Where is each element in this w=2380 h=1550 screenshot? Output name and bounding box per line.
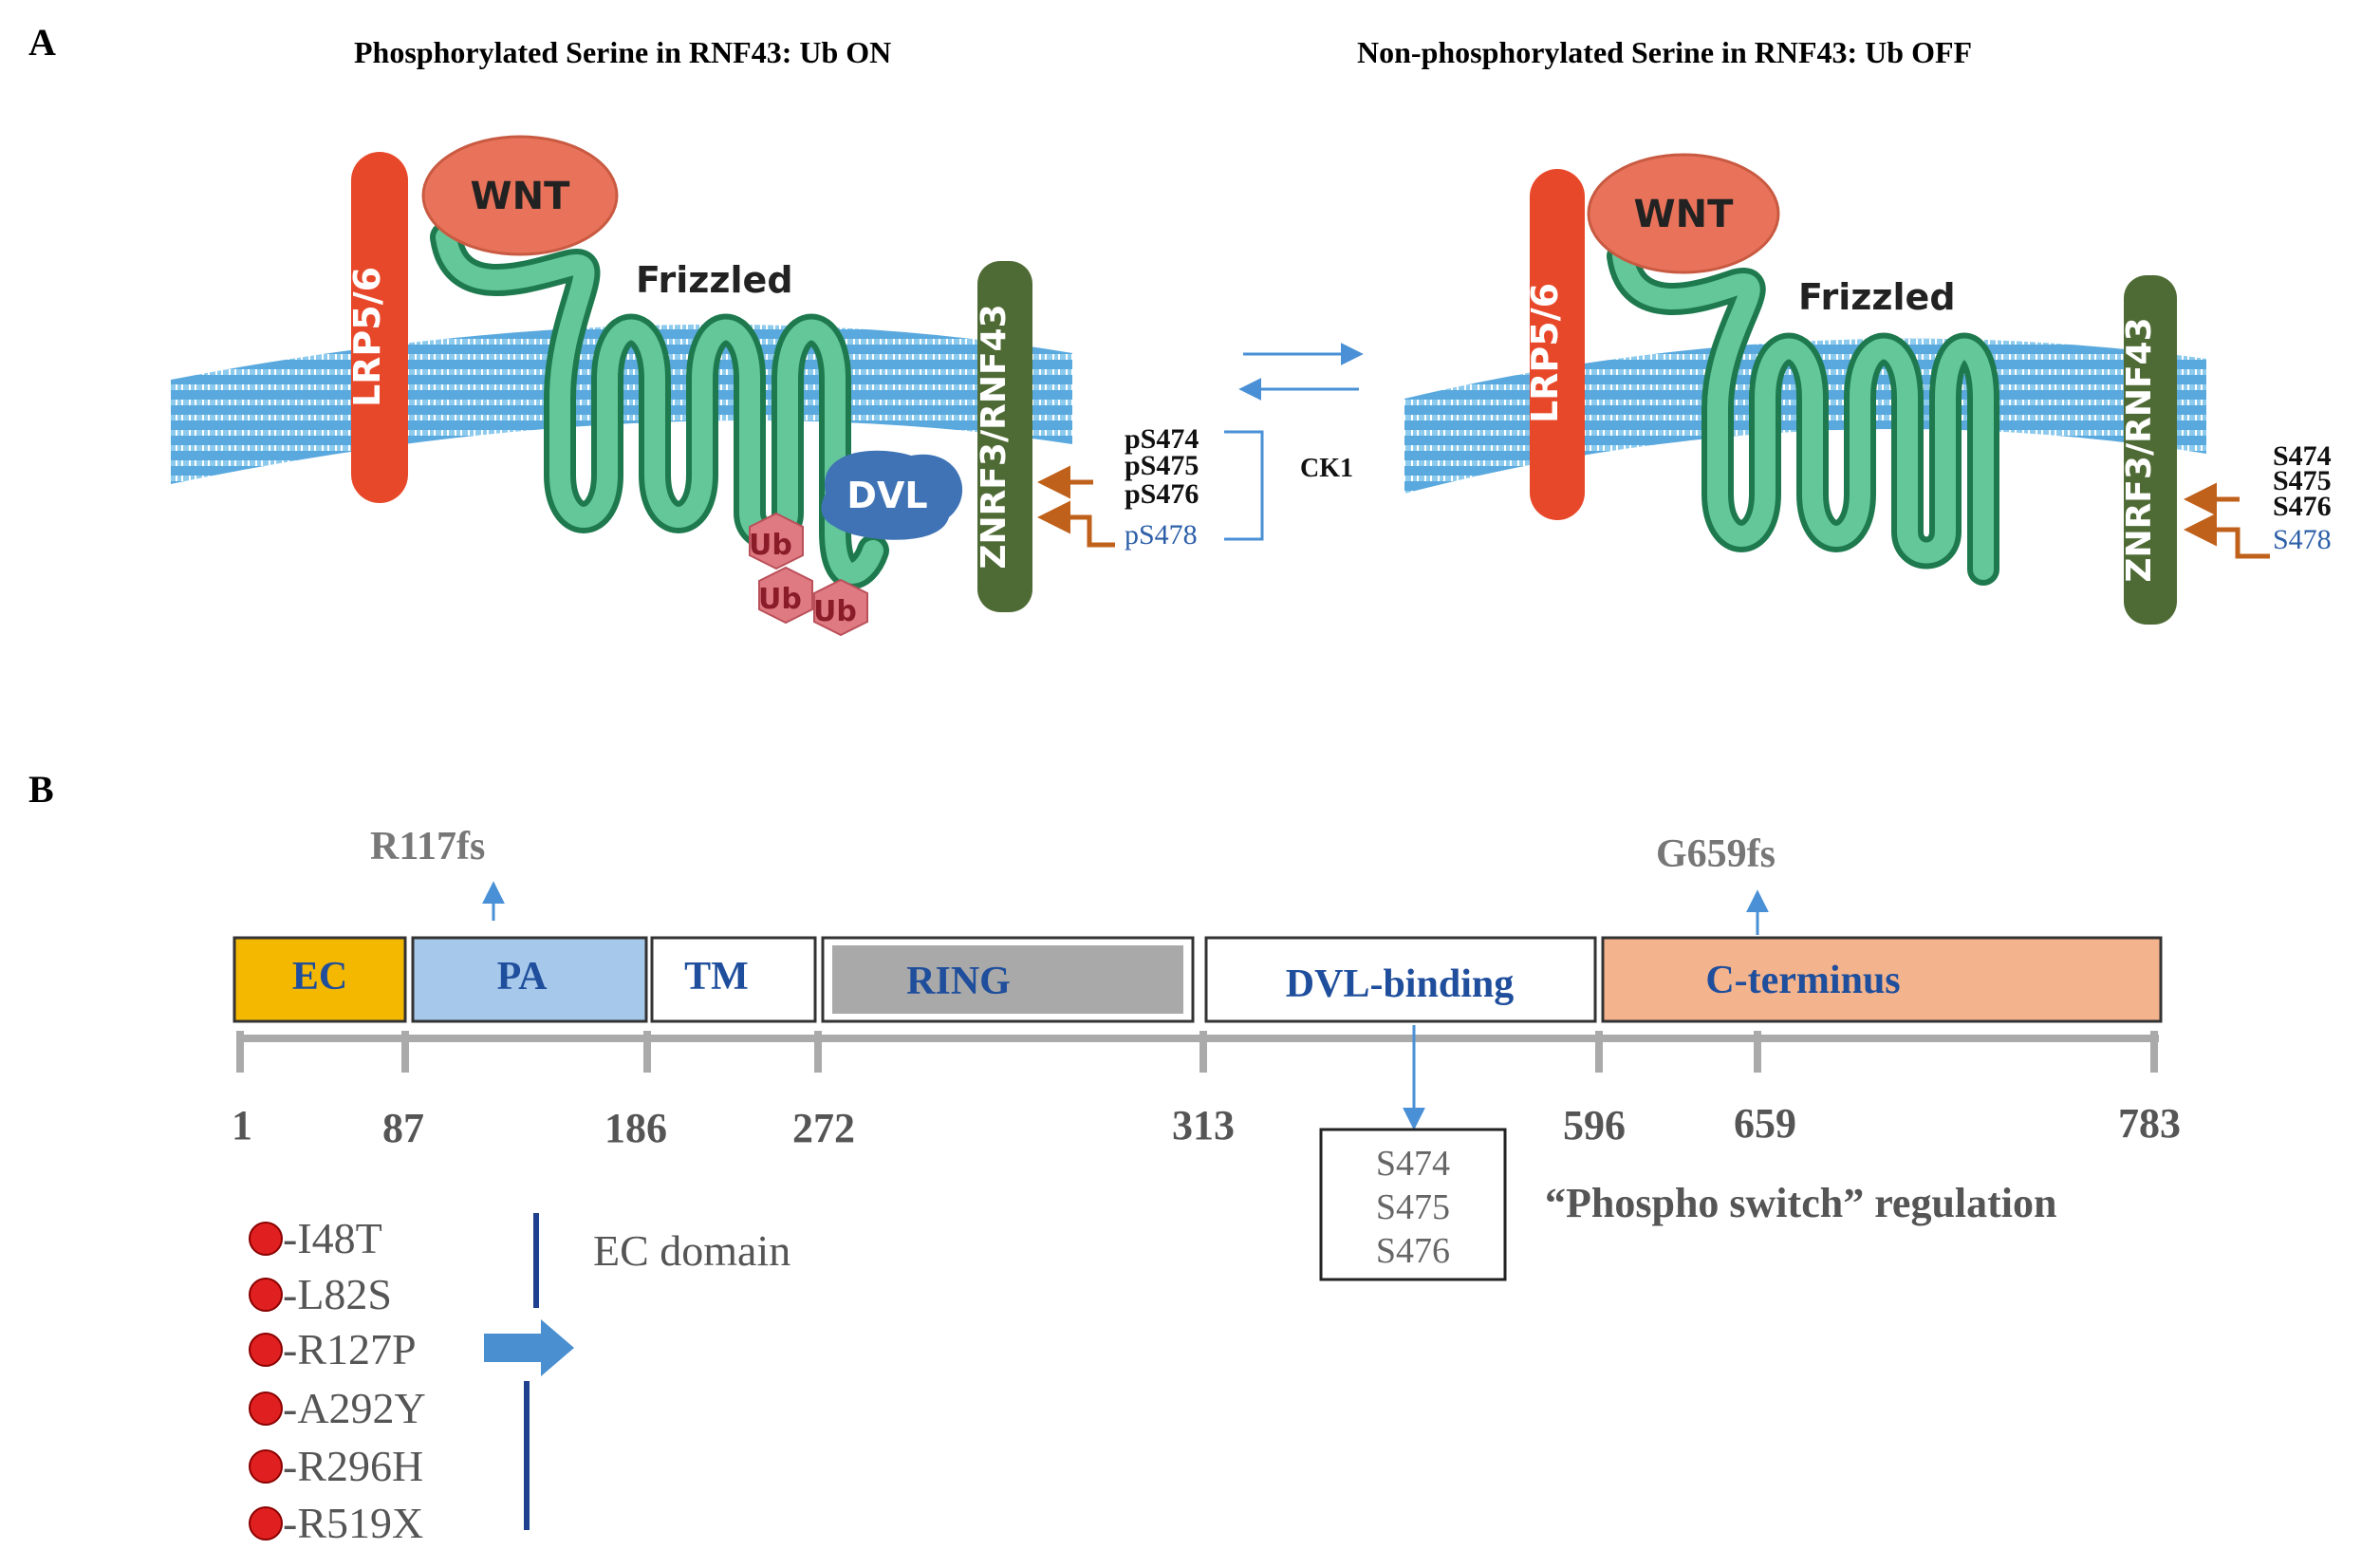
- phospho-site-1: S474: [1376, 1144, 1450, 1184]
- mutation-3: -R127P: [283, 1325, 417, 1373]
- panel-a-label: A: [28, 21, 56, 64]
- pos-659: 659: [1734, 1100, 1796, 1147]
- frameshift-g659: G659fs: [1656, 832, 1776, 876]
- pos-186: 186: [604, 1105, 667, 1151]
- right-title: Non-phosphorylated Serine in RNF43: Ub O…: [1357, 35, 1972, 69]
- domain-dvl-label: DVL-binding: [1286, 962, 1514, 1006]
- phospho-site-2: S475: [1376, 1187, 1450, 1227]
- domain-pa-label: PA: [497, 955, 549, 999]
- ec-domain-label: EC domain: [593, 1226, 790, 1275]
- left-znrf-label: ZNRF3/RNF43: [975, 304, 1013, 569]
- mutation-2: -L82S: [283, 1270, 392, 1318]
- domain-pa: [411, 936, 648, 1023]
- phospho-switch-label: “Phospho switch” regulation: [1545, 1180, 2057, 1226]
- left-wnt: [421, 135, 619, 256]
- right-site-4: S478: [2273, 524, 2332, 555]
- mutation-5: -R296H: [283, 1442, 423, 1490]
- left-frizzled-label: Frizzled: [636, 259, 793, 301]
- left-orange-arrow-2: [1037, 500, 1115, 548]
- left-wnt-label: WNT: [471, 175, 571, 218]
- phospho-site-3: S476: [1376, 1231, 1450, 1271]
- ub-2: Ub: [758, 583, 802, 616]
- mutation-1: -I48T: [283, 1214, 382, 1262]
- right-site-3: S476: [2273, 491, 2332, 522]
- panel-b-label: B: [28, 768, 54, 811]
- domain-c-terminus: [1601, 936, 2163, 1023]
- mutation-4: -A292Y: [283, 1384, 426, 1432]
- pos-1: 1: [232, 1102, 252, 1148]
- ub-3: Ub: [813, 595, 857, 628]
- ubiquitin-chain: [749, 512, 868, 637]
- domain-dvl-binding: [1204, 936, 1597, 1023]
- left-title: Phosphorylated Serine in RNF43: Ub ON: [354, 35, 891, 69]
- ub-1: Ub: [749, 529, 792, 562]
- pos-783: 783: [2118, 1100, 2181, 1147]
- site-bracket: [1224, 430, 1264, 541]
- domain-ring: [832, 945, 1183, 1014]
- right-znrf-label: ZNRF3/RNF43: [2120, 317, 2159, 582]
- ec-domain-arrow: [484, 1319, 574, 1376]
- domain-bar: [232, 936, 2163, 1023]
- domain-ec-label: EC: [292, 955, 347, 999]
- right-lrp-label: LRP5/6: [1524, 283, 1566, 423]
- left-lrp: [351, 152, 408, 503]
- right-znrf: [2124, 275, 2177, 625]
- phospho-sites-box: [1319, 1128, 1507, 1281]
- domain-ec: [232, 936, 407, 1023]
- domain-cterm-label: C-terminus: [1705, 959, 1900, 1002]
- right-lrp: [1530, 169, 1585, 520]
- domain-tm: [650, 936, 817, 1023]
- right-site-2: S475: [2273, 465, 2332, 496]
- pos-87: 87: [382, 1105, 424, 1151]
- right-wnt: [1587, 153, 1780, 274]
- pos-272: 272: [792, 1105, 855, 1151]
- left-site-4: pS478: [1125, 519, 1198, 551]
- domain-ring-label: RING: [906, 960, 1011, 1003]
- right-site-1: S474: [2273, 440, 2332, 472]
- left-znrf: [977, 261, 1032, 612]
- mutation-dots: [249, 1222, 283, 1541]
- ck1-label: CK1: [1300, 454, 1353, 483]
- left-site-3: pS476: [1125, 478, 1199, 510]
- left-frizzled: [430, 221, 889, 589]
- left-site-1: pS474: [1125, 423, 1199, 455]
- position-ruler: [236, 1031, 2159, 1073]
- frameshift-r117: R117fs: [370, 825, 485, 868]
- right-frizzled-label: Frizzled: [1798, 276, 1956, 318]
- right-wnt-label: WNT: [1634, 193, 1735, 236]
- pos-596: 596: [1563, 1102, 1626, 1148]
- dvl-label: DVL: [846, 475, 927, 516]
- pos-313: 313: [1172, 1102, 1235, 1148]
- domain-tm-label: TM: [684, 955, 749, 999]
- left-site-2: pS475: [1125, 450, 1199, 481]
- dvl: [821, 450, 963, 540]
- right-orange-arrow-2: [2184, 513, 2270, 559]
- right-frizzled: [1607, 240, 1999, 586]
- mutation-6: -R519X: [283, 1499, 423, 1547]
- left-lrp-label: LRP5/6: [346, 267, 388, 407]
